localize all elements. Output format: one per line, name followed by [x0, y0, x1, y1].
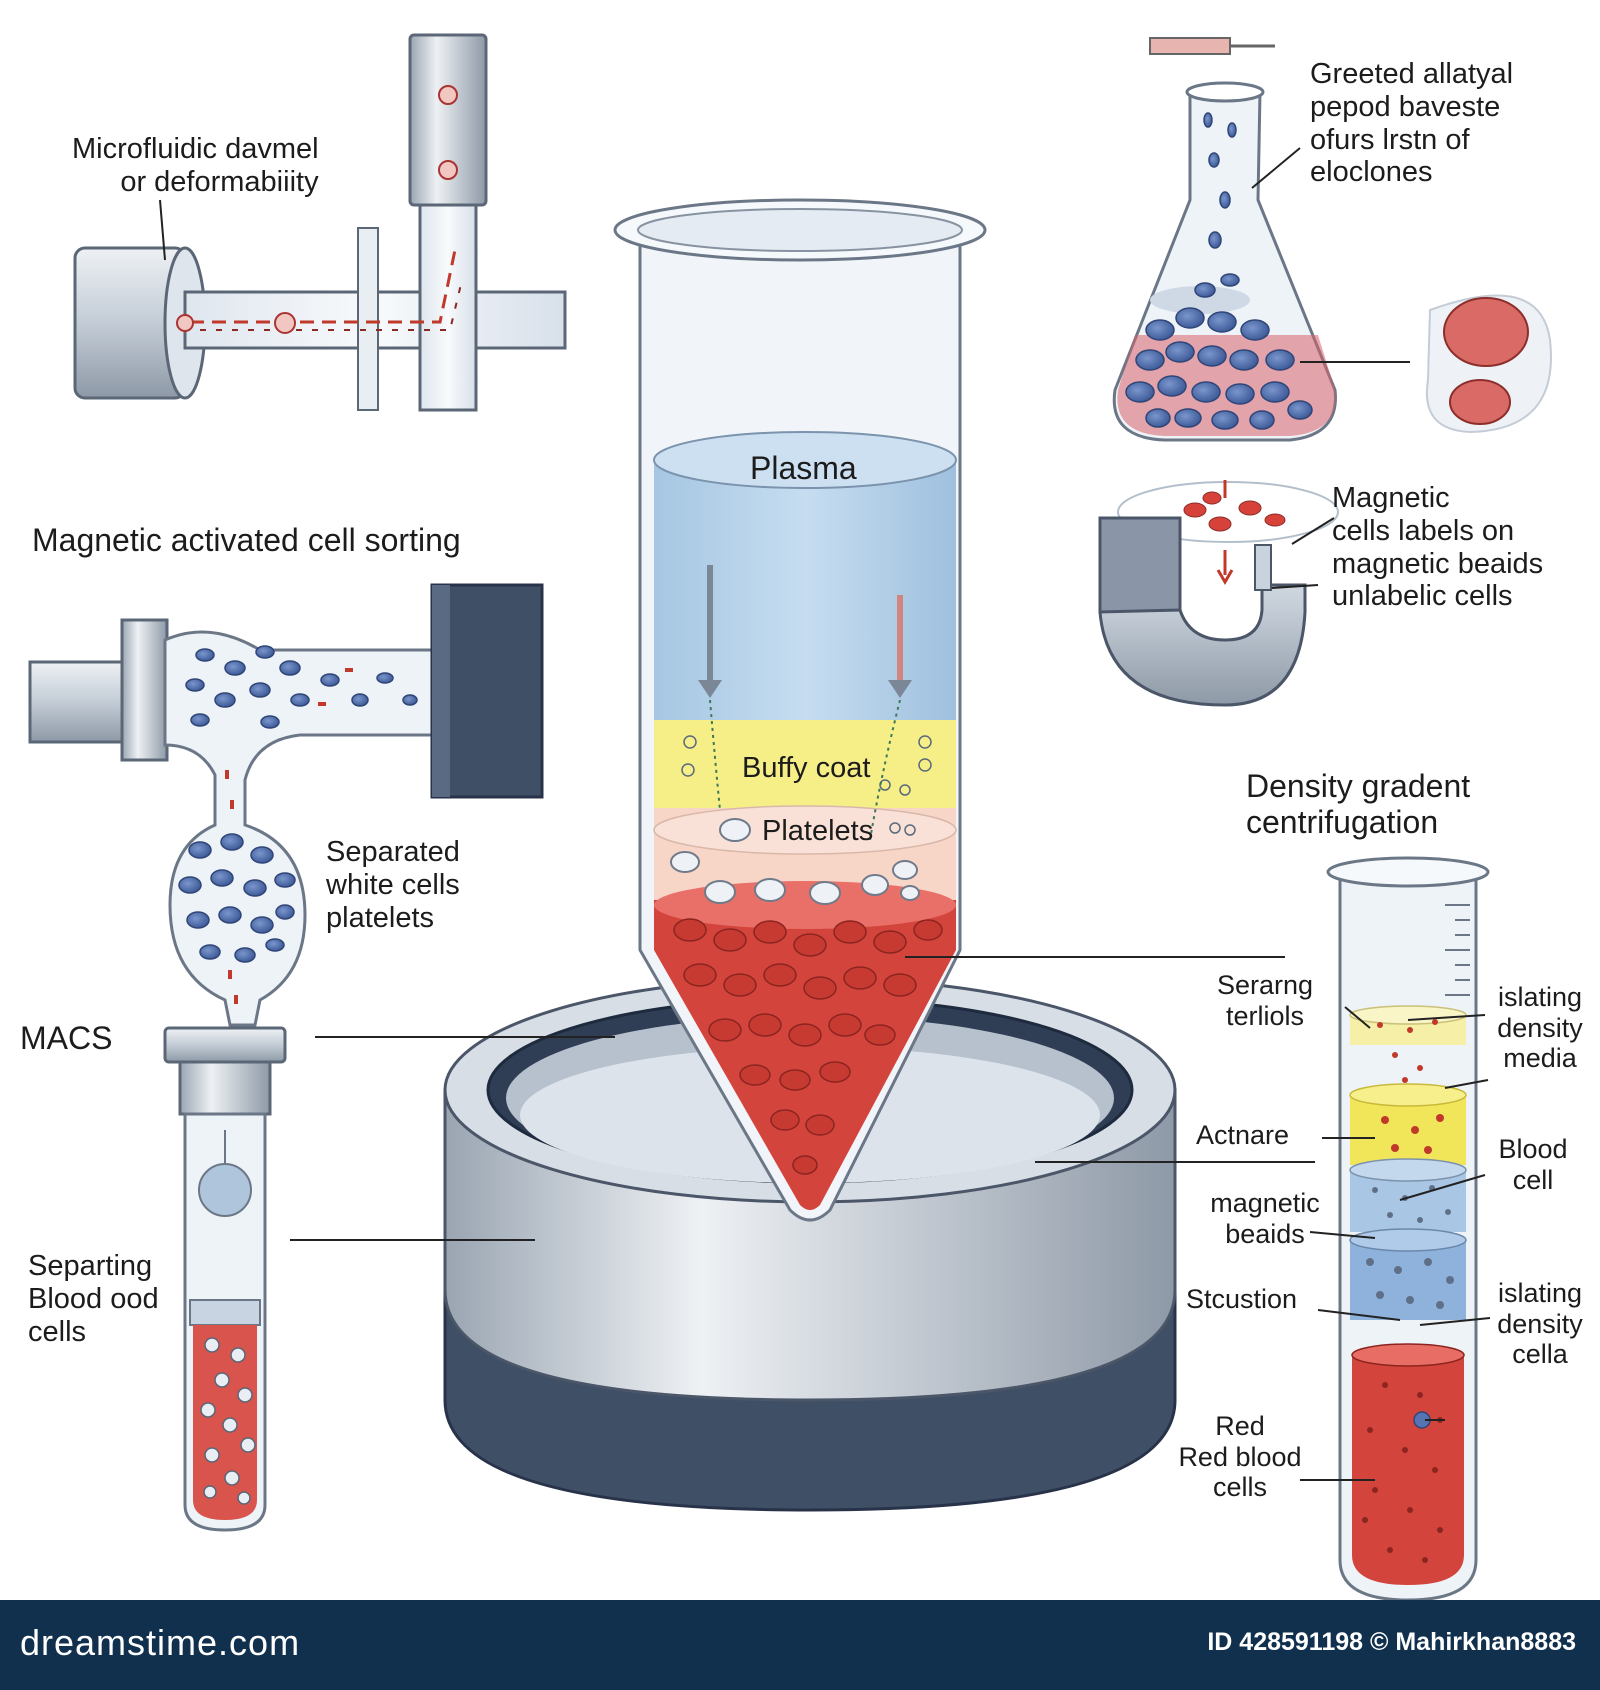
red-cells-line-3: cells: [1212, 1472, 1267, 1502]
separated-line-2: white cells: [326, 868, 460, 901]
separating-blood-label: Separting Blood ood cells: [28, 1250, 159, 1348]
flask-label-line-1: Greeted allatyal: [1310, 58, 1514, 90]
islating-media-line-2: density: [1497, 1012, 1583, 1043]
red-cells-line-1: Red: [1215, 1411, 1265, 1441]
separating-line-2: Blood ood: [28, 1282, 159, 1315]
microfluidic-label: Microfluidic davmel or deformabiiity: [72, 133, 319, 199]
brand-logo[interactable]: dreamstime.com: [20, 1622, 301, 1663]
flask-label-line-2: pepod baveste: [1310, 90, 1501, 123]
centrifuge-tube: [613, 198, 987, 1222]
flask-label: Greeted allatyal pepod baveste ofurs lrs…: [1310, 58, 1513, 189]
islating-cella-line-1: islating: [1497, 1278, 1583, 1308]
stcustion-label: Stcustion: [1186, 1284, 1298, 1314]
separating-line-3: cells: [28, 1315, 87, 1348]
footer-bar: dreamstime.com ID 428591198 © Mahirkhan8…: [0, 1600, 1600, 1690]
separated-cells-label: Separated white cells platelets: [326, 836, 460, 934]
magnetic-labels-line-2: cells labels on: [1332, 514, 1515, 547]
islating-media-label: islating density media: [1485, 982, 1595, 1074]
macs-title-label: Magnetic activated cell sorting: [32, 522, 461, 558]
image-credit: ID 428591198 © Mahirkhan8883: [1207, 1628, 1576, 1656]
flask-label-line-3: ofurs lrstn of: [1310, 123, 1470, 156]
magnetic-labels-line-1: Magnetic: [1332, 482, 1450, 514]
microfluidic-device: [73, 33, 567, 412]
islating-cella-line-3: cella: [1512, 1339, 1568, 1369]
islating-cella-label: islating density cella: [1485, 1278, 1595, 1370]
serang-line-2: terliols: [1225, 1000, 1305, 1031]
flask-label-line-4: eloclones: [1310, 156, 1433, 189]
macs-label: MACS: [20, 1020, 113, 1056]
islating-cella-line-2: density: [1497, 1308, 1583, 1339]
density-gradient-tube: [1326, 856, 1490, 1602]
microfluidic-label-line-1: Microfluidic davmel: [72, 133, 319, 165]
density-title-line-2: centrifugation: [1246, 804, 1439, 841]
platelets-label: Platelets: [762, 815, 874, 847]
separated-line-1: Separated: [326, 836, 460, 868]
separated-line-3: platelets: [326, 901, 435, 934]
blood-cell-line-1: Blood: [1498, 1134, 1568, 1164]
magnetic-labels-label: Magnetic cells labels on magnetic beaids…: [1332, 482, 1543, 613]
magnetic-labels-line-3: magnetic beaids: [1332, 547, 1544, 580]
density-title-line-1: Density gradent: [1246, 768, 1471, 804]
serang-label: Serarng terliols: [1190, 970, 1340, 1031]
magnetic-beads-line-2: beaids: [1225, 1218, 1305, 1249]
blood-cell-line-2: cell: [1512, 1164, 1554, 1195]
magnetic-beads-label: magnetic beaids: [1200, 1188, 1330, 1249]
microfluidic-label-line-2: or deformabiiity: [120, 165, 319, 198]
plasma-label: Plasma: [750, 450, 857, 486]
u-magnet: [1098, 480, 1339, 707]
actnare-label: Actnare: [1196, 1120, 1290, 1150]
separating-line-1: Separting: [28, 1250, 153, 1282]
serang-line-1: Serarng: [1216, 970, 1314, 1000]
red-cells-line-2: Red blood: [1178, 1441, 1302, 1472]
magnetic-beads-line-1: magnetic: [1210, 1188, 1320, 1218]
buffy-coat-label: Buffy coat: [742, 752, 871, 784]
islating-media-line-1: islating: [1497, 982, 1583, 1012]
culture-flask: [1112, 37, 1552, 442]
red-blood-cells-label: Red Red blood cells: [1160, 1411, 1320, 1503]
leader-lines: [290, 956, 1491, 1481]
magnetic-labels-line-4: unlabelic cells: [1332, 580, 1513, 613]
macs-column: [28, 583, 544, 1532]
density-title-label: Density gradent centrifugation: [1246, 768, 1470, 840]
islating-media-line-3: media: [1503, 1043, 1577, 1073]
blood-cell-label: Blood cell: [1488, 1134, 1578, 1195]
